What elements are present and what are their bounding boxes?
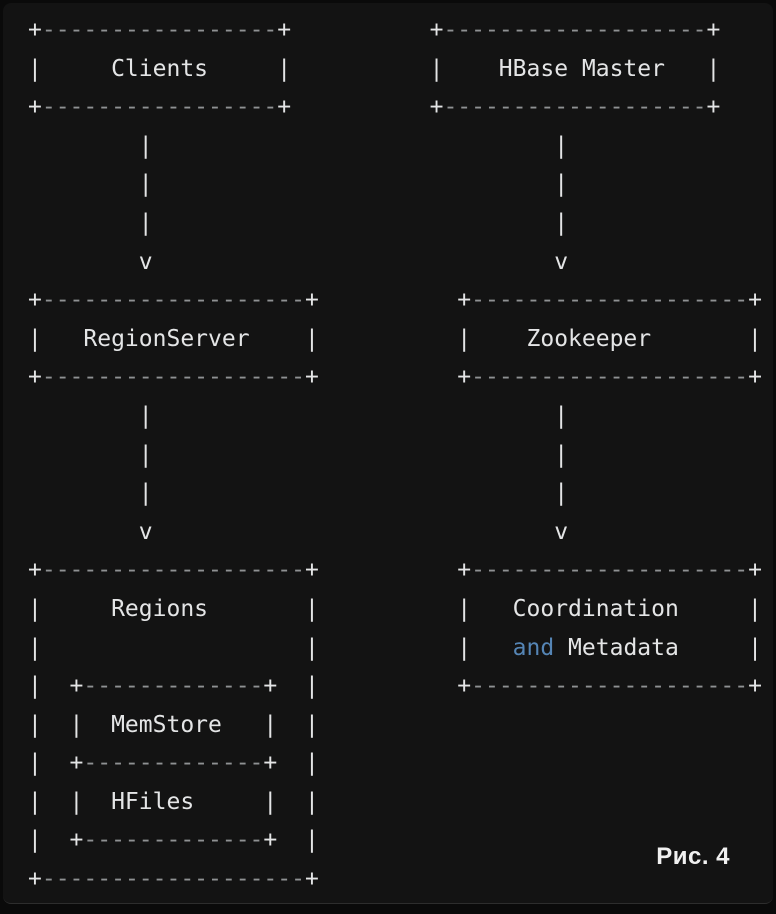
code-panel: +-----------------+ +-------------------…: [3, 3, 773, 904]
ascii-diagram: +-----------------+ +-------------------…: [28, 17, 762, 893]
figure-label: Рис. 4: [656, 843, 730, 870]
